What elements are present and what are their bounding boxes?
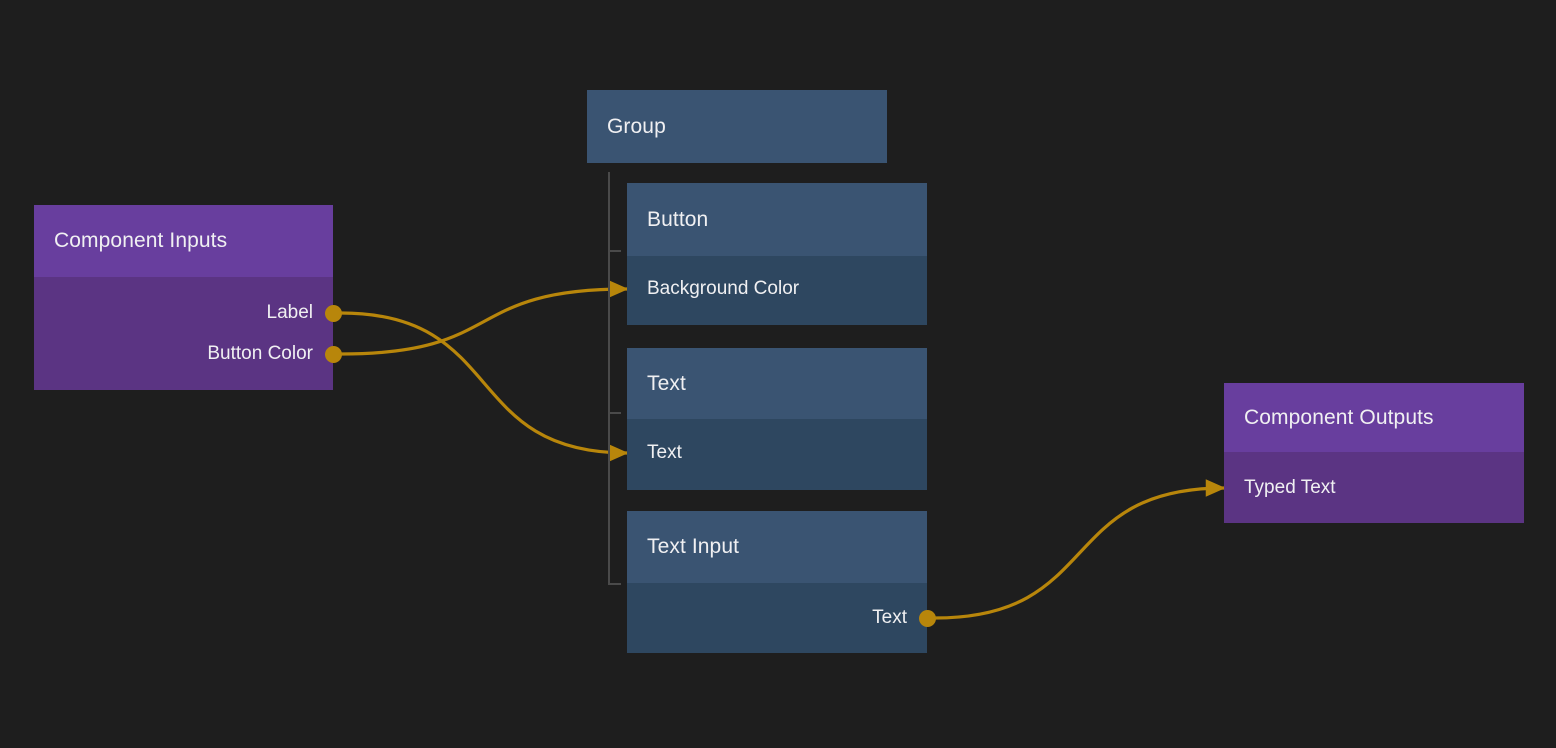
- tree-branch-stub-1: [608, 412, 621, 414]
- port-label: Background Color: [647, 278, 800, 299]
- port-row-text[interactable]: Text: [647, 440, 682, 466]
- node-header: Text Input: [627, 511, 927, 583]
- node-body: Background Color: [627, 256, 927, 325]
- port-label: Button Color: [207, 343, 313, 364]
- node-title: Component Inputs: [54, 229, 228, 252]
- node-header: Group: [587, 90, 887, 163]
- node-title: Text: [647, 371, 686, 395]
- node-body: Text: [627, 583, 927, 653]
- node-header: Text: [627, 348, 927, 419]
- port-row-button-color[interactable]: Button Color: [207, 341, 313, 367]
- port-dot-text-input-text[interactable]: [918, 609, 936, 627]
- node-title: Text Input: [647, 535, 740, 558]
- node-button[interactable]: Button Background Color: [627, 183, 927, 325]
- node-body: Label Button Color: [34, 277, 333, 390]
- node-title: Group: [607, 114, 666, 138]
- node-component-inputs[interactable]: Component Inputs Label Button Color: [34, 205, 333, 390]
- node-text-input[interactable]: Text Input Text: [627, 511, 927, 653]
- port-label: Label: [266, 302, 314, 323]
- node-title: Button: [647, 207, 709, 231]
- node-body: Typed Text: [1224, 452, 1524, 523]
- port-row-text-output[interactable]: Text: [872, 605, 907, 631]
- node-group[interactable]: Group: [587, 90, 887, 163]
- node-header: Button: [627, 183, 927, 256]
- tree-branch-stub-0: [608, 250, 621, 252]
- port-label: Typed Text: [1244, 477, 1336, 498]
- node-header: Component Inputs: [34, 205, 333, 277]
- port-label: Text: [647, 442, 682, 463]
- node-title: Component Outputs: [1244, 405, 1434, 429]
- port-label: Text: [872, 607, 907, 628]
- port-row-background-color[interactable]: Background Color: [647, 276, 799, 302]
- port-row-typed-text[interactable]: Typed Text: [1244, 475, 1336, 501]
- node-component-outputs[interactable]: Component Outputs Typed Text: [1224, 383, 1524, 523]
- tree-elbow: [608, 583, 621, 585]
- edge-text-input-text-to-typed-text[interactable]: [933, 479, 1226, 620]
- port-row-label[interactable]: Label: [267, 300, 314, 326]
- port-dot-button-color[interactable]: [324, 345, 342, 363]
- node-text[interactable]: Text Text: [627, 348, 927, 490]
- edge-button-color-to-background-color[interactable]: [339, 280, 629, 356]
- node-body: Text: [627, 419, 927, 490]
- port-dot-label[interactable]: [324, 304, 342, 322]
- edge-label-to-text[interactable]: [339, 311, 629, 462]
- tree-spine: [608, 172, 610, 583]
- node-header: Component Outputs: [1224, 383, 1524, 452]
